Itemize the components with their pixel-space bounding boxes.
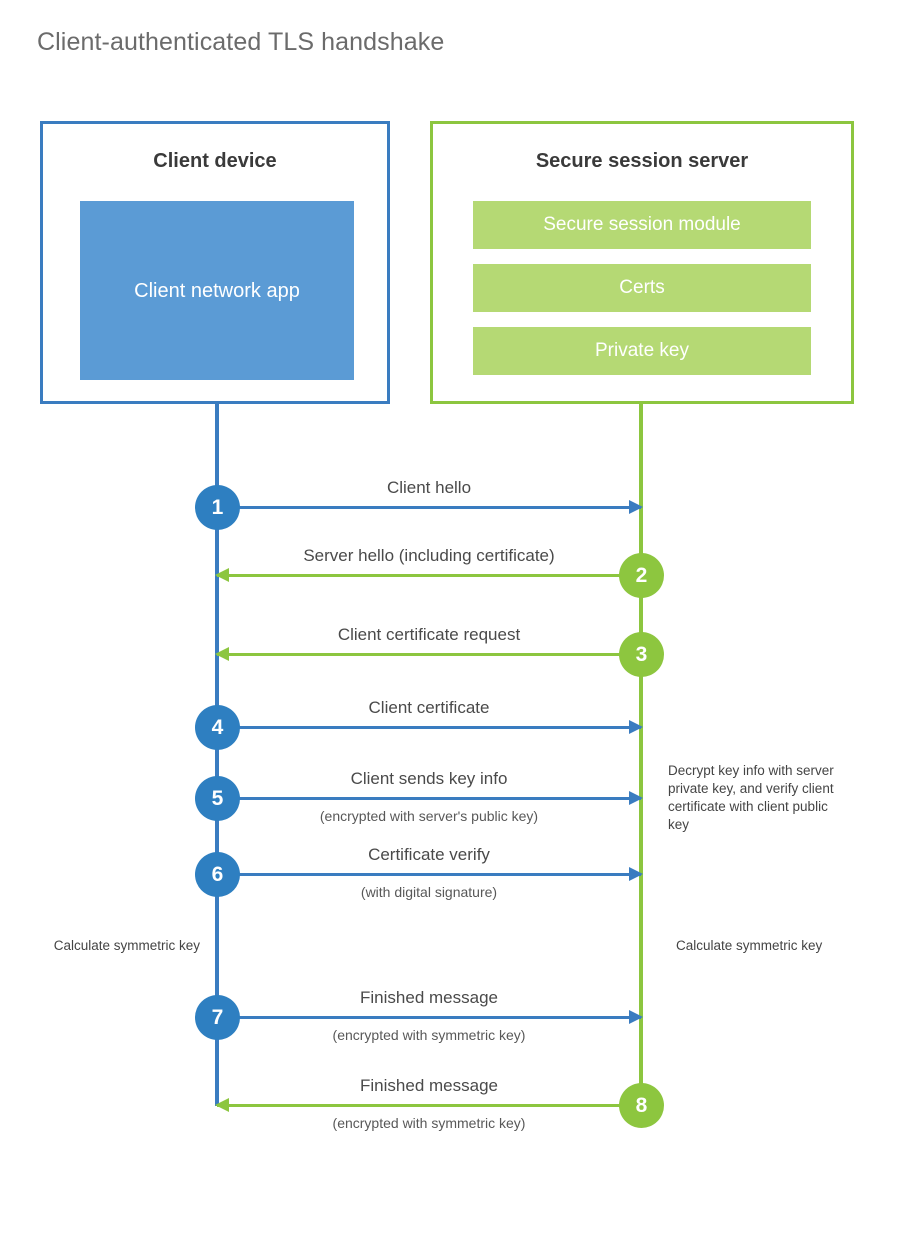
secure-session-server-title: Secure session server	[535, 150, 749, 172]
step-badge-7[interactable]: 7	[195, 995, 240, 1040]
step-badge-2[interactable]: 2	[619, 553, 664, 598]
page-title: Client-authenticated TLS handshake	[37, 28, 445, 56]
arrow-head-left-icon	[215, 1098, 229, 1112]
message-label: Server hello (including certificate)	[303, 546, 555, 565]
secure-session-server-box: Secure session server Secure session mod…	[430, 121, 854, 404]
message-arrow-line	[217, 1016, 641, 1019]
arrow-head-left-icon	[215, 647, 229, 661]
arrow-head-right-icon	[629, 867, 643, 881]
message-label: Finished message	[360, 1076, 498, 1095]
message-arrow-line	[217, 726, 641, 729]
arrow-head-right-icon	[629, 1010, 643, 1024]
arrow-head-right-icon	[629, 720, 643, 734]
note-server-calculate-symmetric-key: Calculate symmetric key	[676, 938, 823, 953]
arrow-head-right-icon	[629, 500, 643, 514]
message-label: Client certificate request	[337, 625, 521, 644]
message-sublabel: (encrypted with symmetric key)	[332, 1115, 526, 1131]
client-lifeline	[215, 404, 219, 1106]
message-sublabel: (with digital signature)	[360, 884, 498, 900]
step-badge-1[interactable]: 1	[195, 485, 240, 530]
client-device-title: Client device	[153, 150, 277, 172]
message-arrow-line	[217, 574, 641, 577]
message-sublabel: (encrypted with server's public key)	[319, 808, 539, 824]
message-label: Certificate verify	[368, 845, 490, 864]
message-label: Client certificate	[368, 698, 490, 717]
message-sublabel: (encrypted with symmetric key)	[332, 1027, 526, 1043]
step-badge-3[interactable]: 3	[619, 632, 664, 677]
arrow-head-right-icon	[629, 791, 643, 805]
note-server-decrypt: Decrypt key info with server private key…	[668, 763, 834, 832]
server-component-secure-session-module: Secure session module	[473, 201, 811, 249]
client-network-app-block: Client network app	[80, 201, 354, 380]
server-lifeline	[639, 404, 643, 1106]
step-badge-6[interactable]: 6	[195, 852, 240, 897]
message-arrow-line	[217, 873, 641, 876]
arrow-head-left-icon	[215, 568, 229, 582]
message-arrow-line	[217, 506, 641, 509]
step-badge-5[interactable]: 5	[195, 776, 240, 821]
message-label: Client sends key info	[350, 769, 508, 788]
message-label: Client hello	[386, 478, 472, 497]
step-badge-4[interactable]: 4	[195, 705, 240, 750]
note-client-calculate-symmetric-key: Calculate symmetric key	[53, 938, 200, 953]
step-badge-8[interactable]: 8	[619, 1083, 664, 1128]
message-arrow-line	[217, 1104, 641, 1107]
client-device-box: Client device Client network app	[40, 121, 390, 404]
message-arrow-line	[217, 797, 641, 800]
message-arrow-line	[217, 653, 641, 656]
message-label: Finished message	[360, 988, 498, 1007]
server-component-certs: Certs	[473, 264, 811, 312]
server-component-private-key: Private key	[473, 327, 811, 375]
